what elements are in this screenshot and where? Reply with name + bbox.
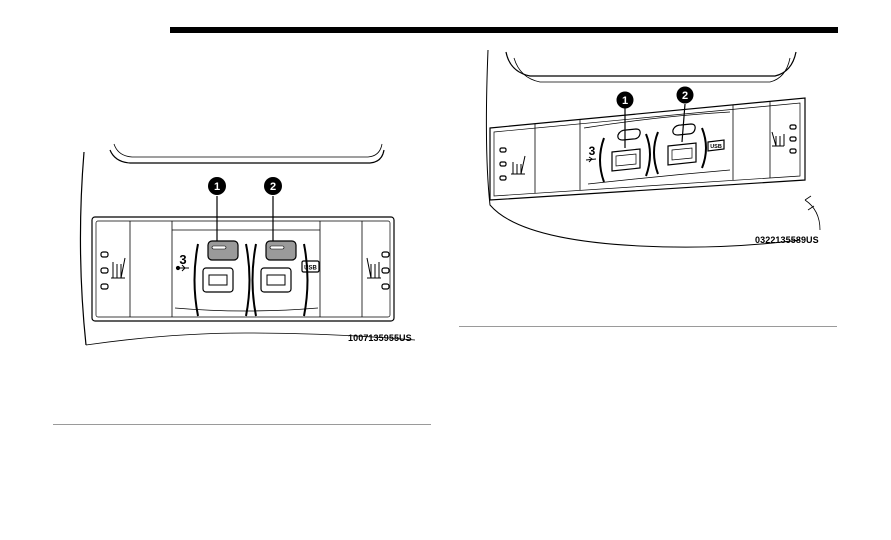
section-divider-left: [53, 424, 431, 425]
usb-port-count-alt: 3: [589, 144, 596, 158]
usb-badge: USB: [304, 266, 317, 272]
rear-console-illustration: 1 2 3 USB: [79, 143, 416, 346]
usb-badge-alt: USB: [710, 144, 722, 150]
section-divider-right: [459, 326, 837, 327]
figure-code-right: 0322135589US: [755, 235, 819, 245]
figure-code-left: 1007135955US: [348, 333, 412, 343]
figure-rear-console-usb-ports: 1 2 3 USB: [70, 140, 420, 350]
callout-2-marker-alt: [676, 86, 694, 104]
callout-1-label-alt: 1: [622, 95, 628, 107]
usb-c-port-2: [265, 240, 297, 261]
figure-rear-console-usb-ports-alt: 1 2 3 USB: [480, 50, 825, 250]
callout-1-marker: [208, 177, 226, 195]
callout-2-label-alt: 2: [682, 90, 688, 102]
usb-c-port-1: [207, 240, 239, 261]
rear-console-illustration-alt: 1 2 3 USB: [485, 50, 821, 248]
usb-port-count: 3: [179, 252, 186, 267]
callout-2-label: 2: [270, 181, 276, 193]
callout-1-label: 1: [214, 181, 220, 193]
callout-1-marker-alt: [616, 91, 634, 109]
callout-2-marker: [264, 177, 282, 195]
page-header-bar: [170, 27, 838, 33]
